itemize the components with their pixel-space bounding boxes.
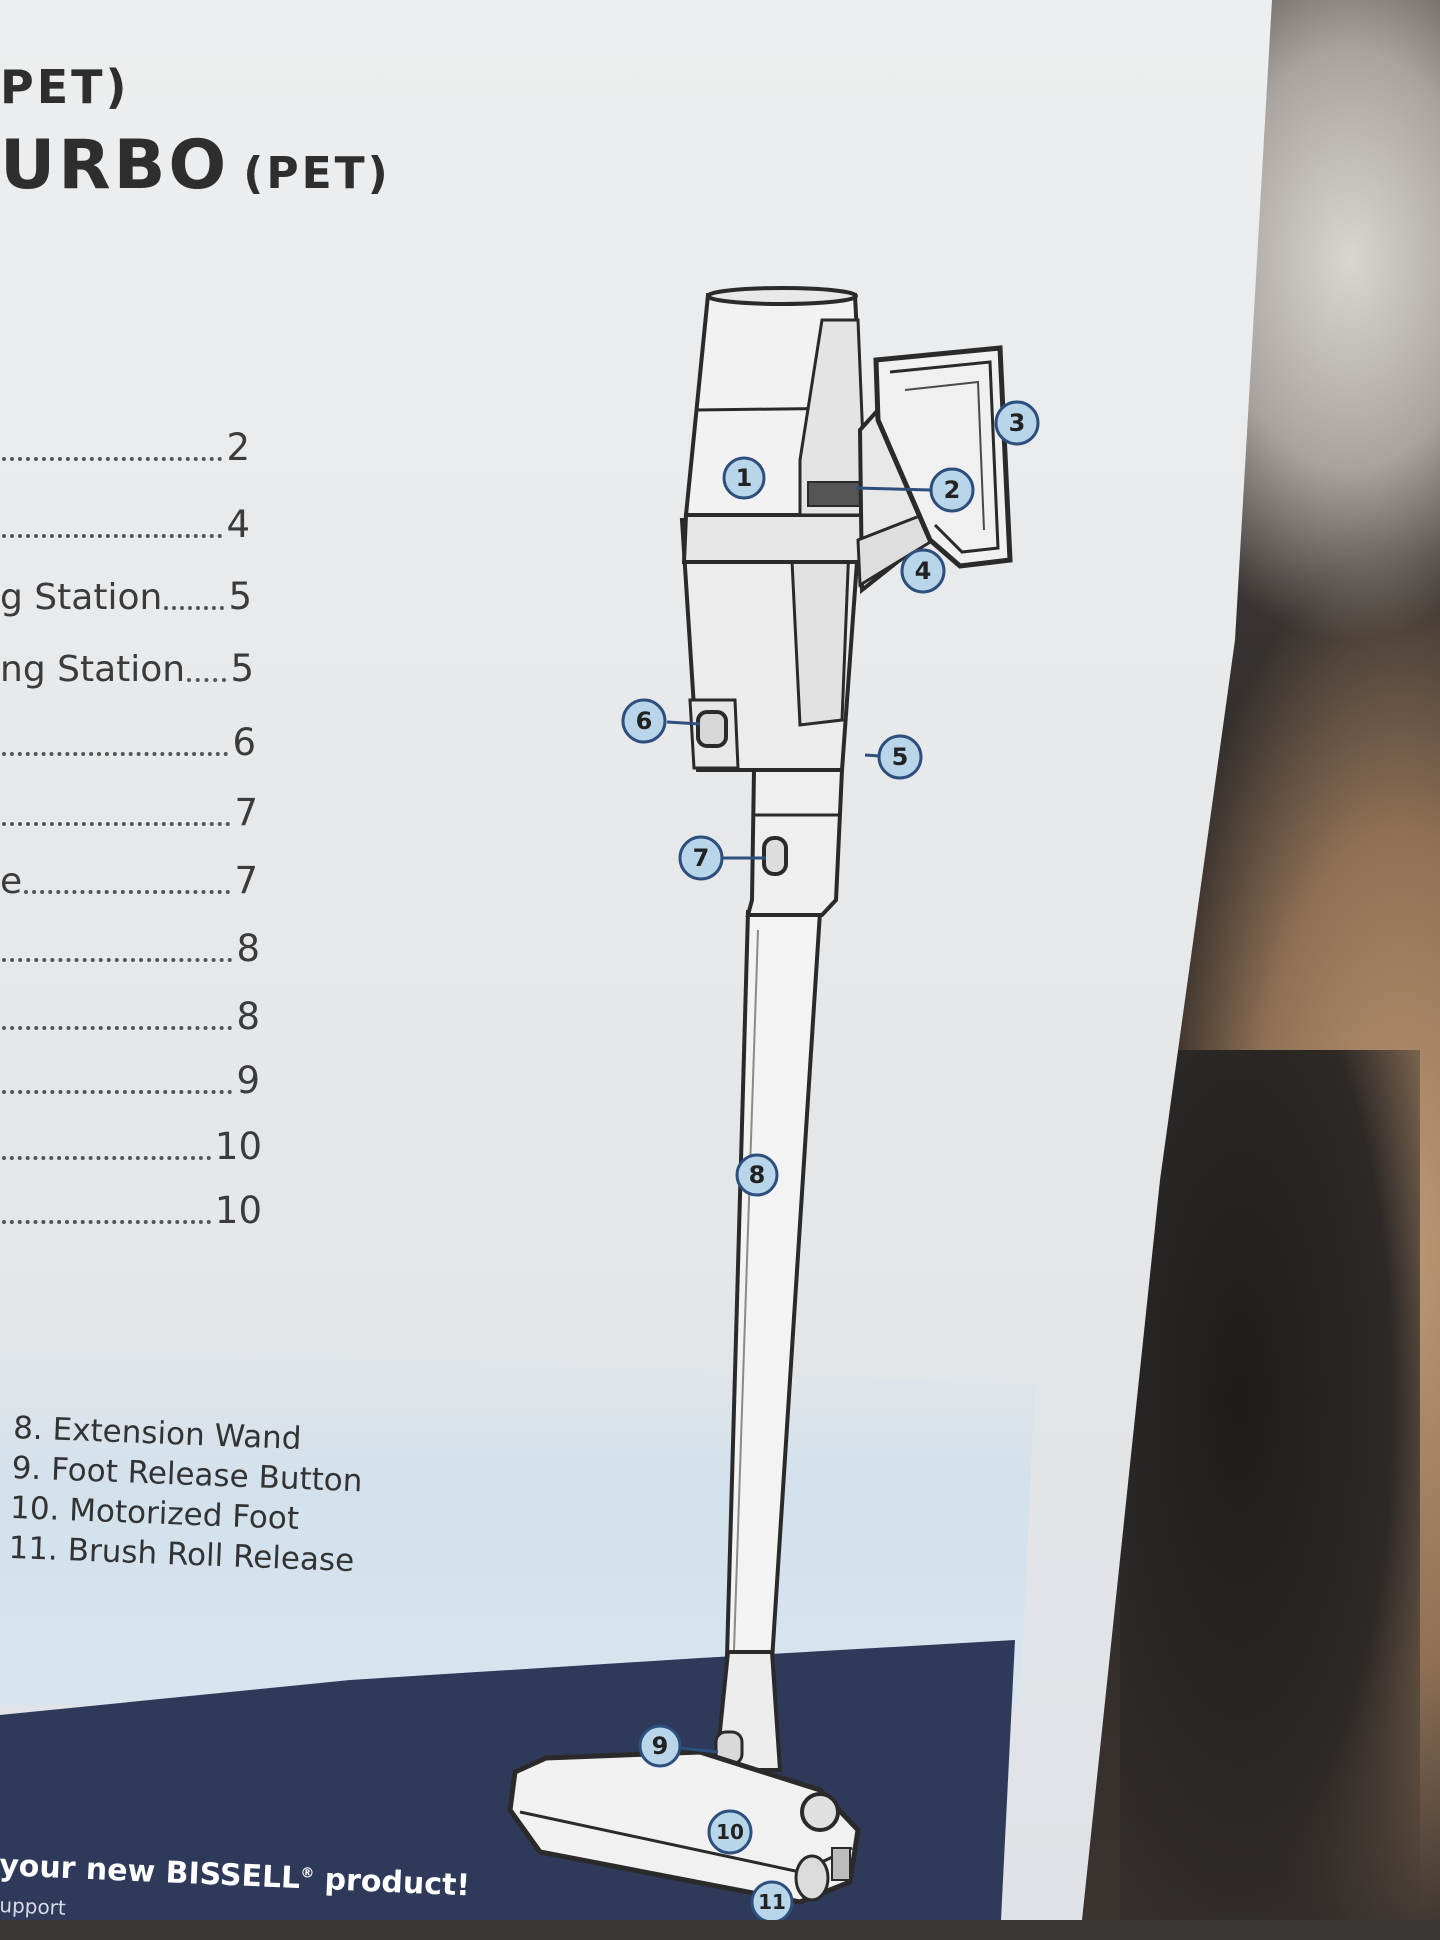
footer-thanks-suffix: product! <box>313 1861 471 1904</box>
svg-text:10: 10 <box>716 1820 744 1844</box>
wand-highlight <box>732 929 759 1681</box>
registered-mark: ® <box>300 1865 315 1882</box>
toc-entry-label: g Station <box>0 577 163 618</box>
toc-entry[interactable]: 2 <box>0 425 250 469</box>
power-slider <box>807 481 861 507</box>
battery-ridge-inner <box>904 380 985 531</box>
toc-leader <box>2 534 223 538</box>
model-name-line-2: URBO (PET) <box>0 126 391 205</box>
callout-leader <box>855 486 931 492</box>
dirt-bin-release <box>696 710 728 748</box>
svg-text:6: 6 <box>636 707 653 735</box>
toc-leader <box>2 457 223 461</box>
toc-page-number: 5 <box>228 575 252 618</box>
model-name-line-1: PET) <box>0 60 130 114</box>
toc-leader <box>2 822 231 826</box>
toc-leader <box>2 1090 233 1094</box>
toc-page-number: 2 <box>226 426 250 469</box>
svg-text:8: 8 <box>749 1161 766 1189</box>
wand-neck <box>745 768 845 917</box>
battery-pack <box>873 345 1013 569</box>
svg-text:11: 11 <box>758 1890 786 1914</box>
footer-subline: upport <box>0 1893 67 1920</box>
toc-entry[interactable]: 4 <box>0 502 250 546</box>
toc-leader <box>2 1156 211 1160</box>
toc-page-number: 7 <box>234 791 258 834</box>
svg-text:2: 2 <box>944 476 961 504</box>
background-shadow <box>1120 1050 1420 1920</box>
model-name-main: URBO <box>0 126 230 205</box>
toc-entry[interactable]: 6 <box>0 720 256 764</box>
toc-page-number: 9 <box>236 1059 260 1102</box>
callout-2: 2 <box>929 467 975 513</box>
callout-5: 5 <box>877 734 923 780</box>
model-name-sub: (PET) <box>243 148 391 199</box>
svg-text:7: 7 <box>693 844 710 872</box>
toc-entry[interactable]: 8 <box>0 926 260 970</box>
toc-leader <box>2 958 233 962</box>
battery-ridge <box>889 360 1000 554</box>
toc-page-number: 8 <box>236 927 260 970</box>
callout-8: 8 <box>735 1153 779 1197</box>
toc-page-number: 10 <box>214 1189 262 1232</box>
toc-leader <box>187 678 227 682</box>
callout-3: 3 <box>994 400 1040 446</box>
callout-7: 7 <box>678 835 724 881</box>
toc-page-number: 7 <box>234 859 258 902</box>
toc-entry[interactable]: 7 <box>0 790 258 834</box>
callout-4: 4 <box>900 548 946 594</box>
toc-page-number: 5 <box>230 647 254 690</box>
toc-entry[interactable]: ng Station 5 <box>0 646 254 690</box>
toc-entry-label: e <box>0 861 23 902</box>
toc-entry[interactable]: 10 <box>0 1188 262 1232</box>
wand-release-button <box>762 836 788 876</box>
svg-text:4: 4 <box>915 557 932 585</box>
callout-1: 1 <box>722 456 766 500</box>
toc-entry[interactable]: 10 <box>0 1124 262 1168</box>
toc-page-number: 8 <box>236 995 260 1038</box>
callout-leader <box>679 1746 719 1754</box>
toc-entry[interactable]: 9 <box>0 1058 260 1102</box>
svg-text:1: 1 <box>736 464 753 492</box>
toc-leader <box>24 890 231 894</box>
toc-page-number: 10 <box>214 1125 262 1168</box>
toc-leader <box>164 606 225 610</box>
toc-entry-label: ng Station <box>0 649 186 690</box>
svg-text:9: 9 <box>652 1732 669 1760</box>
callout-leader <box>666 720 701 726</box>
toc-leader <box>2 752 229 756</box>
svg-text:3: 3 <box>1009 409 1026 437</box>
callout-6: 6 <box>621 698 667 744</box>
dirt-bin-top <box>706 286 858 306</box>
extension-wand <box>723 910 823 1694</box>
toc-entry[interactable]: g Station 5 <box>0 574 252 618</box>
callout-leader <box>864 753 881 758</box>
foot-light <box>794 1854 830 1902</box>
svg-text:5: 5 <box>892 743 909 771</box>
toc-entry[interactable]: 8 <box>0 994 260 1038</box>
callout-10: 10 <box>707 1809 753 1855</box>
foot-vent <box>831 1847 851 1881</box>
toc-leader <box>2 1026 233 1030</box>
toc-page-number: 4 <box>226 503 250 546</box>
light-blue-band <box>0 1345 1035 1705</box>
toc-page-number: 6 <box>232 721 256 764</box>
handle-top <box>798 318 868 517</box>
foot-wheel <box>800 1792 840 1832</box>
callout-11: 11 <box>750 1880 794 1920</box>
body-collar <box>681 513 869 564</box>
callout-9: 9 <box>638 1724 682 1768</box>
toc-leader <box>2 1220 211 1224</box>
